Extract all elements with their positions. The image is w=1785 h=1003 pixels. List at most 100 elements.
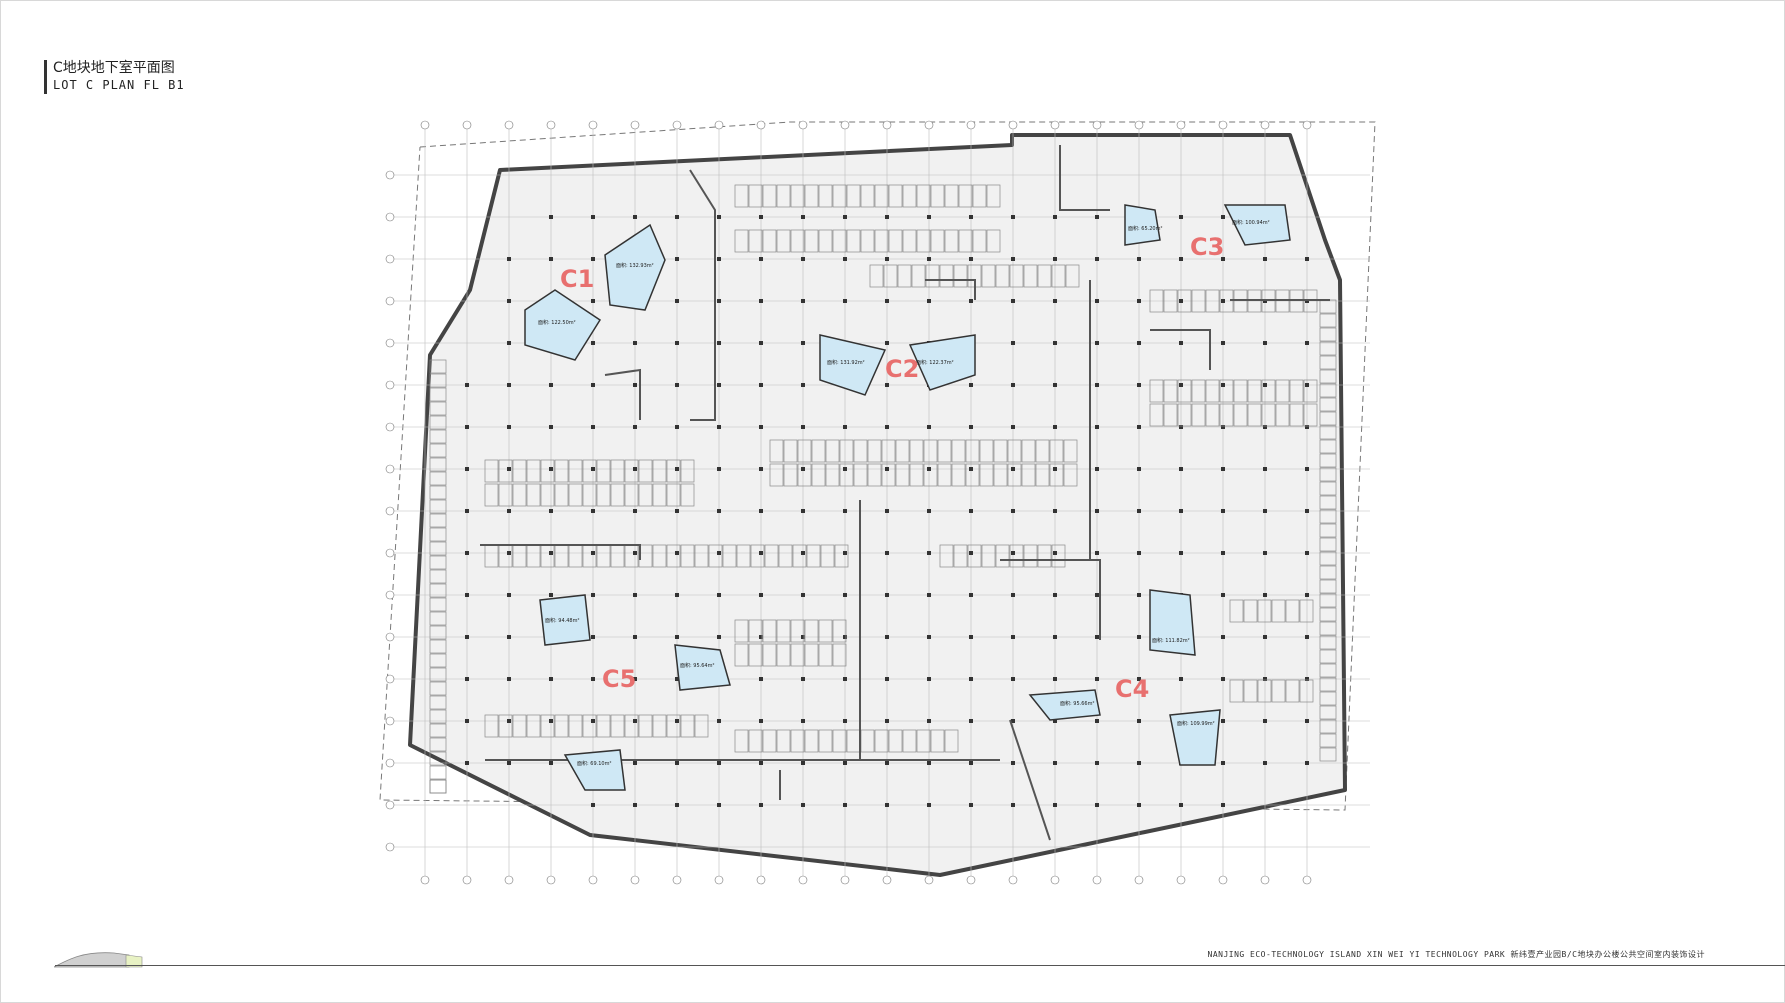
parking-stall <box>1319 607 1337 622</box>
column <box>507 719 511 723</box>
column <box>801 803 805 807</box>
column <box>1221 467 1225 471</box>
parking-stall <box>888 184 903 208</box>
parking-stall <box>1247 379 1262 403</box>
column <box>675 299 679 303</box>
grid-bubble <box>385 758 395 768</box>
parking-stall <box>832 184 847 208</box>
parking-stall <box>512 714 527 738</box>
parking-stall <box>895 439 910 463</box>
parking-stall <box>1205 403 1220 427</box>
grid-bubble <box>588 120 598 130</box>
parking-stall <box>1257 599 1272 623</box>
grid-bubble <box>1176 120 1186 130</box>
column <box>591 467 595 471</box>
parking-stall <box>930 229 945 253</box>
column <box>1179 299 1183 303</box>
column <box>759 425 763 429</box>
column <box>675 593 679 597</box>
column <box>1263 383 1267 387</box>
column <box>549 215 553 219</box>
column <box>465 635 469 639</box>
column <box>1305 383 1309 387</box>
column <box>969 677 973 681</box>
parking-stall <box>1299 679 1314 703</box>
parking-stall <box>429 415 447 430</box>
room-c4-c <box>1169 709 1221 766</box>
column <box>969 719 973 723</box>
column <box>1137 299 1141 303</box>
parking-stall <box>883 264 898 288</box>
grid-bubble <box>385 548 395 558</box>
column <box>1305 593 1309 597</box>
parking-stall <box>1021 463 1036 487</box>
column <box>675 509 679 513</box>
column <box>969 761 973 765</box>
parking-stall <box>512 483 527 507</box>
column <box>1221 803 1225 807</box>
column <box>885 383 889 387</box>
column <box>1137 635 1141 639</box>
parking-stall <box>1205 379 1220 403</box>
grid-bubble <box>385 590 395 600</box>
parking-stall <box>1271 679 1286 703</box>
column <box>633 383 637 387</box>
parking-stall <box>652 459 667 483</box>
column <box>1095 383 1099 387</box>
room-c5-b <box>674 644 731 691</box>
parking-stall <box>1257 679 1272 703</box>
column <box>1095 509 1099 513</box>
column <box>1011 299 1015 303</box>
grid-bubble <box>385 842 395 852</box>
column <box>1305 677 1309 681</box>
parking-stall <box>429 723 447 738</box>
column <box>801 467 805 471</box>
parking-stall <box>981 264 996 288</box>
parking-stall <box>429 569 447 584</box>
column <box>717 425 721 429</box>
column <box>843 509 847 513</box>
column <box>717 719 721 723</box>
column <box>969 383 973 387</box>
column <box>843 761 847 765</box>
column <box>885 551 889 555</box>
parking-stall <box>769 463 784 487</box>
parking-stall <box>680 544 695 568</box>
parking-stall <box>694 714 709 738</box>
column <box>759 215 763 219</box>
parking-stall <box>1191 289 1206 313</box>
parking-stall <box>804 729 819 753</box>
parking-stall <box>512 459 527 483</box>
parking-stall <box>923 463 938 487</box>
column <box>927 593 931 597</box>
column <box>549 593 553 597</box>
parking-stall <box>596 483 611 507</box>
parking-stall <box>937 439 952 463</box>
parking-stall <box>986 184 1001 208</box>
column <box>1221 509 1225 513</box>
parking-stall <box>680 483 695 507</box>
column <box>549 719 553 723</box>
column <box>969 635 973 639</box>
parking-stall <box>498 714 513 738</box>
parking-stall <box>951 439 966 463</box>
parking-stall <box>783 439 798 463</box>
column <box>675 761 679 765</box>
parking-stall <box>694 544 709 568</box>
column <box>675 551 679 555</box>
parking-stall <box>1037 264 1052 288</box>
column <box>591 803 595 807</box>
title-english: LOT C PLAN FL B1 <box>53 78 185 92</box>
parking-stall <box>790 729 805 753</box>
column <box>591 257 595 261</box>
parking-stall <box>1319 467 1337 482</box>
parking-stall <box>979 439 994 463</box>
column <box>969 257 973 261</box>
parking-stall <box>610 459 625 483</box>
parking-stall <box>923 439 938 463</box>
column <box>1221 257 1225 261</box>
parking-stall <box>624 459 639 483</box>
column <box>1263 509 1267 513</box>
column <box>465 551 469 555</box>
column <box>591 383 595 387</box>
